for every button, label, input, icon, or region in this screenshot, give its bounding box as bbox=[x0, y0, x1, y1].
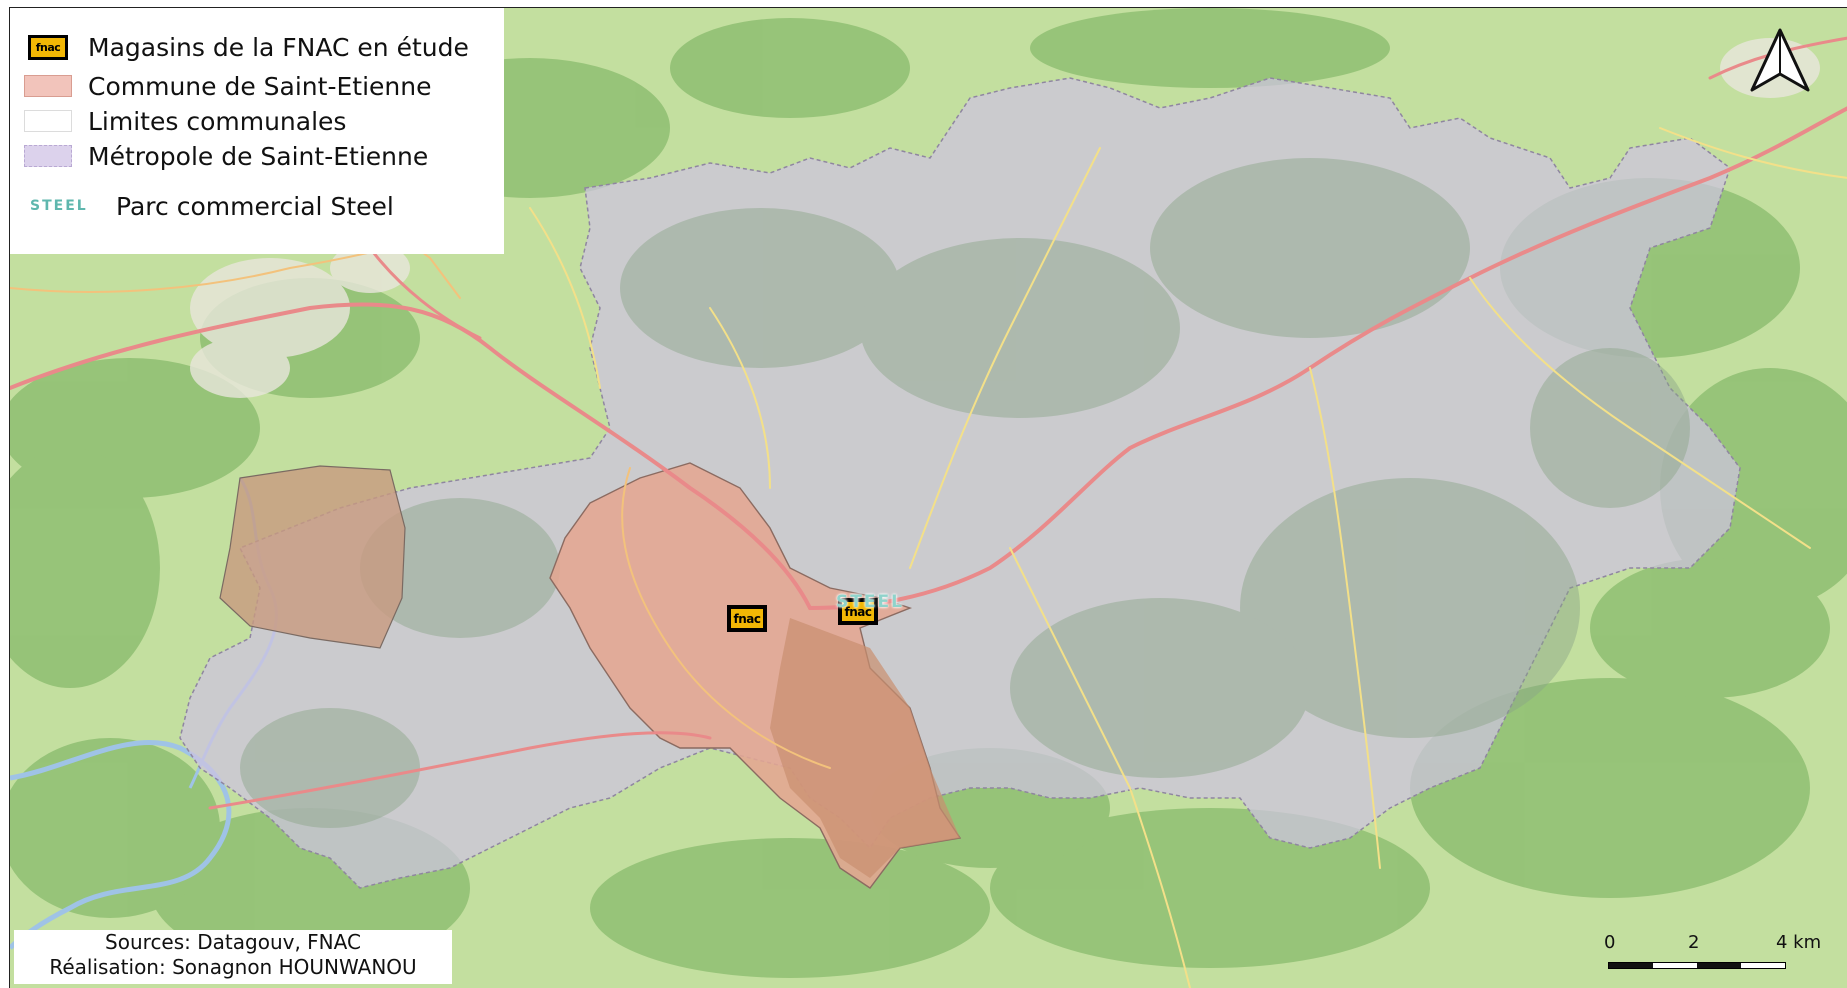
fnac-logo-icon: fnac bbox=[28, 34, 68, 60]
legend-item-commune: Commune de Saint-Etienne bbox=[24, 71, 431, 101]
steel-logo-icon: STEEL bbox=[30, 198, 88, 214]
steel-marker[interactable]: STEEL bbox=[836, 592, 904, 612]
sources-credit: Sources: Datagouv, FNAC Réalisation: Son… bbox=[14, 930, 452, 984]
legend-label: Limites communales bbox=[88, 106, 347, 136]
fnac-marker-steel[interactable]: fnac bbox=[838, 598, 878, 625]
commune-south-extension bbox=[770, 618, 960, 878]
map-frame[interactable]: fnac fnac STEEL bbox=[9, 7, 1847, 988]
legend-label: Parc commercial Steel bbox=[116, 191, 394, 221]
map-legend: fnac Magasins de la FNAC en étude Commun… bbox=[10, 8, 504, 254]
sources-line: Sources: Datagouv, FNAC bbox=[105, 930, 361, 954]
metropole-forest bbox=[240, 158, 1690, 828]
river bbox=[10, 740, 232, 950]
metropole-area[interactable] bbox=[179, 77, 1741, 889]
scale-label-4km: 4 km bbox=[1776, 932, 1822, 953]
scale-label-2: 2 bbox=[1688, 932, 1700, 953]
legend-item-fnac: fnac Magasins de la FNAC en étude bbox=[24, 32, 469, 62]
basemap[interactable] bbox=[10, 8, 1847, 988]
scale-bar: 0 2 4 km bbox=[1600, 928, 1846, 984]
legend-label: Magasins de la FNAC en étude bbox=[88, 32, 469, 62]
metropole-swatch bbox=[24, 145, 72, 167]
scale-label-0: 0 bbox=[1604, 932, 1616, 953]
fnac-marker-centre[interactable]: fnac bbox=[727, 605, 767, 632]
secondary-commune[interactable] bbox=[219, 465, 406, 649]
legend-label: Commune de Saint-Etienne bbox=[88, 71, 432, 101]
author-line: Réalisation: Sonagnon HOUNWANOU bbox=[49, 955, 417, 979]
north-arrow-icon bbox=[1744, 26, 1816, 96]
commune-swatch bbox=[24, 75, 72, 97]
legend-item-limites: Limites communales bbox=[24, 106, 346, 136]
limites-swatch bbox=[24, 110, 72, 132]
legend-label: Métropole de Saint-Etienne bbox=[88, 141, 429, 171]
legend-item-steel: STEEL Parc commercial Steel bbox=[24, 191, 394, 221]
legend-item-metropole: Métropole de Saint-Etienne bbox=[24, 141, 428, 171]
urban-areas bbox=[190, 38, 1820, 398]
scale-line bbox=[1608, 962, 1786, 969]
